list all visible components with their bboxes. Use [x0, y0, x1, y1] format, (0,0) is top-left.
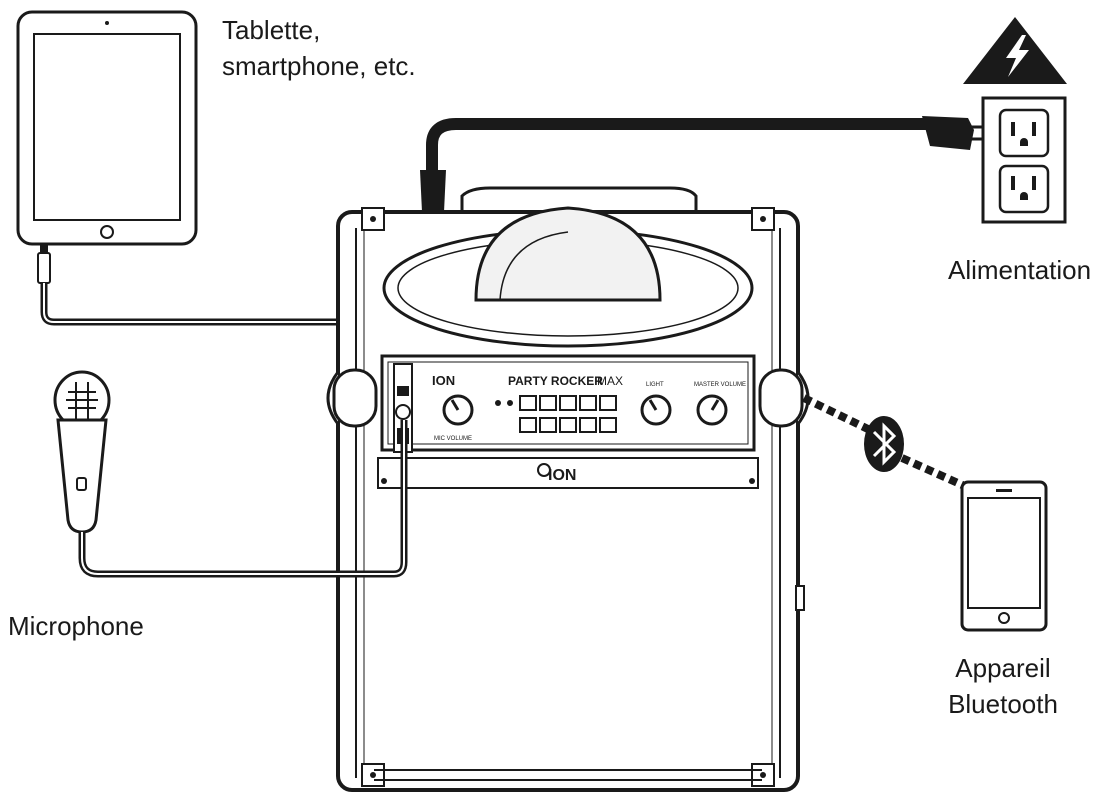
master-volume-knob [696, 394, 728, 426]
label-bluetooth-line1: Appareil [955, 653, 1051, 683]
label-bluetooth-line2: Bluetooth [948, 689, 1058, 719]
power-cable [420, 116, 996, 212]
label-tablet-line1: Tablette, [222, 15, 321, 45]
label-microphone: Microphone [8, 611, 144, 641]
mic-volume-knob [442, 394, 474, 426]
light-knob [640, 394, 672, 426]
model-name: PARTY ROCKER [508, 374, 603, 388]
label-power: Alimentation [948, 255, 1092, 285]
power-outlet-icon [981, 96, 1067, 224]
knob-label-mic: MIC VOLUME [434, 436, 472, 442]
microphone-device [53, 370, 111, 534]
knob-label-light: LIGHT [646, 382, 664, 388]
microphone-cable [78, 420, 408, 578]
strip-logo: ION [548, 467, 576, 484]
bluetooth-phone [960, 480, 1048, 632]
brand-logo: ION [432, 373, 455, 388]
control-buttons [519, 395, 617, 433]
bluetooth-icon [864, 416, 904, 472]
label-tablet-line2: smartphone, etc. [222, 51, 416, 81]
model-suffix: MAX [597, 374, 623, 388]
light-dome [382, 206, 754, 348]
tablet-device [16, 10, 198, 246]
control-panel: ION PARTY ROCKER MAX MIC VOLUME LIGHT MA… [377, 354, 759, 489]
knob-label-master: MASTER VOLUME [694, 382, 746, 388]
warning-lightning-icon [963, 17, 1067, 84]
